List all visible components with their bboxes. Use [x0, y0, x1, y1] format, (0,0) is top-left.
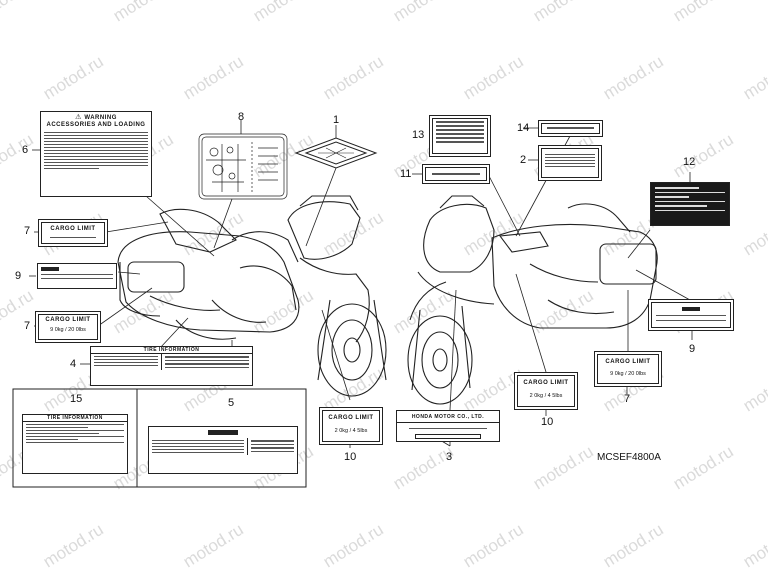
callout-5: 5: [228, 397, 235, 409]
label-7-cargo-limit-right: CARGO LIMIT 9 0kg / 20 0lbs: [597, 354, 659, 384]
callout-10-right: 10: [541, 416, 554, 428]
callout-9-left: 9: [15, 270, 22, 282]
callout-1: 1: [333, 114, 340, 126]
inset-frame-5: [136, 388, 307, 488]
cargo-weight-text: 2 0kg / 4 5lbs: [334, 428, 368, 435]
label-7-cargo-limit-lower: CARGO LIMIT 9 0kg / 20 0lbs: [38, 314, 98, 340]
cargo-limit-text: CARGO LIMIT: [50, 226, 96, 232]
callout-8: 8: [238, 111, 245, 123]
label-9-left: [37, 263, 117, 289]
callout-9-right: 9: [689, 343, 696, 355]
label-14: [541, 123, 600, 134]
label-5-inset: [148, 426, 298, 474]
label-11: [425, 167, 487, 181]
callout-3: 3: [446, 451, 453, 463]
label-2: [541, 148, 599, 178]
callout-6: 6: [22, 144, 29, 156]
callout-7-lower: 7: [24, 320, 31, 332]
callout-13: 13: [412, 129, 425, 141]
tire-information-title: TIRE INFORMATION: [23, 415, 127, 422]
label-10-cargo-limit-right: CARGO LIMIT 2 0kg / 4 5lbs: [517, 375, 575, 407]
motorcycle-left: [117, 195, 387, 397]
warning-title: WARNING: [84, 114, 117, 121]
warning-subtitle: ACCESSORIES AND LOADING: [46, 122, 146, 129]
label-13: [432, 118, 488, 154]
label-10-cargo-limit-left: CARGO LIMIT 2 0kg / 4 5lbs: [322, 410, 380, 442]
callout-12: 12: [683, 156, 696, 168]
callout-7-upper: 7: [24, 225, 31, 237]
tire-information-title: TIRE INFORMATION: [91, 347, 252, 354]
label-1-diamond: [294, 137, 378, 169]
callout-14: 14: [517, 122, 530, 134]
cargo-limit-text: CARGO LIMIT: [523, 380, 569, 386]
motorcycle-right: [407, 195, 658, 405]
cargo-limit-text: CARGO LIMIT: [45, 317, 91, 323]
warning-triangle-icon: ⚠: [75, 114, 82, 121]
callout-4: 4: [70, 358, 77, 370]
callout-2: 2: [520, 154, 527, 166]
label-4-tire-information: TIRE INFORMATION: [90, 346, 253, 386]
cargo-weight-text: 9 0kg / 20 0lbs: [50, 327, 86, 334]
cargo-limit-text: CARGO LIMIT: [328, 415, 374, 421]
diagram-code: MCSEF4800A: [597, 452, 661, 463]
cargo-limit-text: CARGO LIMIT: [605, 359, 651, 365]
cargo-weight-text: 2 0kg / 4 5lbs: [529, 393, 563, 400]
label-9-right: [651, 302, 731, 328]
label-3-honda-motor: HONDA MOTOR CO., LTD.: [396, 410, 500, 442]
callout-15: 15: [70, 393, 83, 405]
callout-11: 11: [400, 168, 412, 180]
leader-lines: [29, 120, 693, 448]
label-15-tire-information: TIRE INFORMATION: [22, 414, 128, 474]
honda-motor-text: HONDA MOTOR CO., LTD.: [397, 414, 499, 423]
label-6-warning-loading: ⚠ WARNING ACCESSORIES AND LOADING: [40, 111, 152, 197]
label-12-data-plate: [650, 182, 730, 226]
callout-10-left: 10: [344, 451, 357, 463]
label-7-cargo-limit-upper: CARGO LIMIT: [41, 222, 105, 244]
callout-7-right: 7: [624, 393, 631, 405]
label-8-schematic: [198, 133, 288, 200]
cargo-weight-text: 9 0kg / 20 0lbs: [610, 371, 646, 378]
